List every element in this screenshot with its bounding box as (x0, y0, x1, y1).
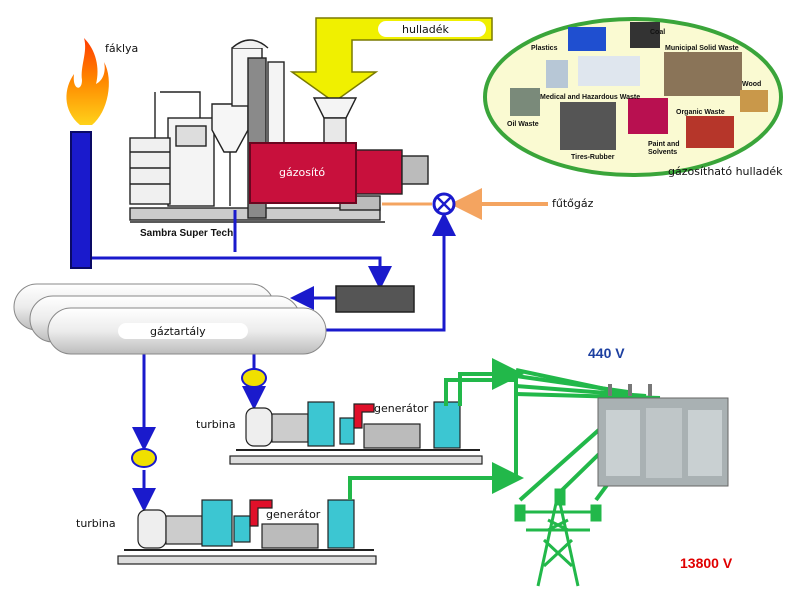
waste-medical: Medical and Hazardous Waste (540, 94, 640, 101)
voltage-low: 440 V (588, 345, 625, 361)
turbine-generator-set-2 (117, 499, 377, 565)
transformer (597, 384, 729, 487)
waste-wood: Wood (742, 81, 761, 88)
gasifier-label: gázosító (279, 166, 325, 179)
waste-tires: Tires-Rubber (571, 154, 615, 161)
flare-stack (66, 38, 109, 269)
gas-cleaner-unit (335, 285, 415, 313)
generator-2-label: generátor (266, 508, 321, 521)
waste-oil: Oil Waste (507, 121, 539, 128)
turbine-2-label: turbina (76, 517, 116, 530)
waste-label: hulladék (402, 23, 450, 36)
gasifiable-waste-label: gázosítható hulladék (668, 165, 783, 178)
flame-icon (66, 38, 109, 125)
valve-icon (241, 368, 267, 388)
voltage-high: 13800 V (680, 555, 733, 571)
heating-gas-label: fűtőgáz (552, 197, 594, 210)
gas-tank-label: gáztartály (150, 325, 206, 338)
power-lines (348, 358, 661, 502)
mixing-valve-icon (432, 192, 456, 216)
turbine-generator-set-1 (229, 401, 483, 465)
turbine-1-label: turbina (196, 418, 236, 431)
flare-pipe (70, 131, 92, 269)
waste-plastics: Plastics (531, 45, 558, 52)
plant-brand: Sambra Super Tech (140, 228, 233, 239)
waste-organic: Organic Waste (676, 109, 725, 116)
gas-pipes (92, 210, 456, 512)
power-pylon-icon (514, 488, 602, 587)
valve-icon (131, 448, 157, 468)
gas-tank (13, 283, 327, 355)
waste-msw: Municipal Solid Waste (665, 45, 739, 52)
gasifiable-waste-panel (483, 17, 783, 177)
waste-paint: Paint and (648, 141, 680, 148)
waste-coal: Coal (650, 29, 665, 36)
waste-input-arrow (289, 17, 493, 103)
torch-label: fáklya (105, 42, 138, 55)
waste-solvents: Solvents (648, 149, 677, 156)
generator-1-label: generátor (374, 402, 429, 415)
